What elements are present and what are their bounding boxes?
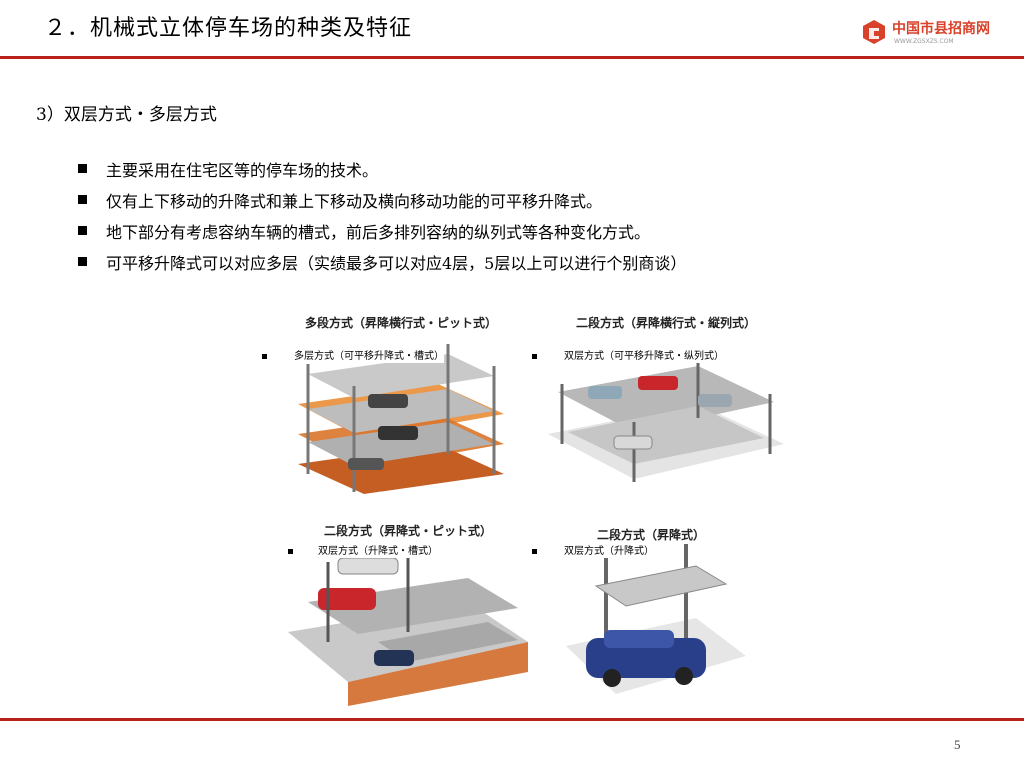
- figure-image-header: 二段方式（昇降横行式・縦列式）: [575, 316, 756, 330]
- bullet-text: 仅有上下移动的升降式和兼上下移动及横向移动功能的可平移升降式。: [106, 191, 603, 211]
- figure-caption-text: 双层方式（升降式）: [564, 545, 654, 558]
- bullet-square-icon: [78, 257, 87, 266]
- bullet-item: 仅有上下移动的升降式和兼上下移动及横向移动功能的可平移升降式。: [78, 184, 686, 215]
- bullet-list: 主要采用在住宅区等的停车场的技术。 仅有上下移动的升降式和兼上下移动及横向移动功…: [78, 153, 686, 277]
- bullet-square-icon: [78, 195, 87, 204]
- figure-image-header: 多段方式（昇降横行式・ピット式）: [304, 316, 497, 330]
- parking-structure-illustration: [566, 544, 746, 694]
- slide-title: ２．机械式立体停车场的种类及特征: [44, 16, 413, 41]
- figure-multilevel-pit: 多段方式（昇降横行式・ピット式）: [288, 314, 514, 494]
- footer-divider: [0, 718, 1024, 721]
- parking-structure-illustration: [288, 552, 528, 706]
- caption-bullet-icon: [532, 549, 537, 554]
- figure-caption-text: 双层方式（升降式・槽式）: [318, 545, 438, 558]
- section-heading: 3）双层方式・多层方式: [36, 105, 217, 125]
- bullet-item: 主要采用在住宅区等的停车场的技术。: [78, 153, 686, 184]
- figure-caption-text: 双层方式（可平移升降式・纵列式）: [564, 350, 724, 363]
- figure-image-header: 二段方式（昇降式・ピット式）: [323, 524, 492, 538]
- logo-emblem-icon: [863, 20, 885, 44]
- logo-name: 中国市县招商网: [892, 21, 990, 37]
- bullet-text: 主要采用在住宅区等的停车场的技术。: [106, 160, 379, 180]
- caption-bullet-icon: [532, 354, 537, 359]
- parking-structure-illustration: [298, 344, 504, 494]
- bullet-square-icon: [78, 226, 87, 235]
- figure-double-tandem: 二段方式（昇降横行式・縦列式）: [548, 314, 784, 494]
- bullet-text: 可平移升降式可以对应多层（实绩最多可以对应4层，5层以上可以进行个别商谈）: [106, 253, 687, 273]
- logo-url: WWW.ZGSXZS.COM: [894, 38, 954, 45]
- bullet-item: 可平移升降式可以对应多层（实绩最多可以对应4层，5层以上可以进行个别商谈）: [78, 246, 686, 277]
- page-number: 5: [954, 737, 961, 752]
- header-divider: [0, 56, 1024, 59]
- bullet-item: 地下部分有考虑容纳车辆的槽式，前后多排列容纳的纵列式等各种变化方式。: [78, 215, 686, 246]
- company-logo: 中国市县招商网 WWW.ZGSXZS.COM: [858, 16, 998, 50]
- bullet-square-icon: [78, 164, 87, 173]
- parking-structure-illustration: [548, 358, 784, 482]
- caption-bullet-icon: [262, 354, 267, 359]
- bullet-text: 地下部分有考虑容纳车辆的槽式，前后多排列容纳的纵列式等各种变化方式。: [106, 222, 651, 242]
- caption-bullet-icon: [288, 549, 293, 554]
- figure-caption-text: 多层方式（可平移升降式・槽式）: [294, 350, 444, 363]
- figure-image-header: 二段方式（昇降式）: [596, 528, 705, 542]
